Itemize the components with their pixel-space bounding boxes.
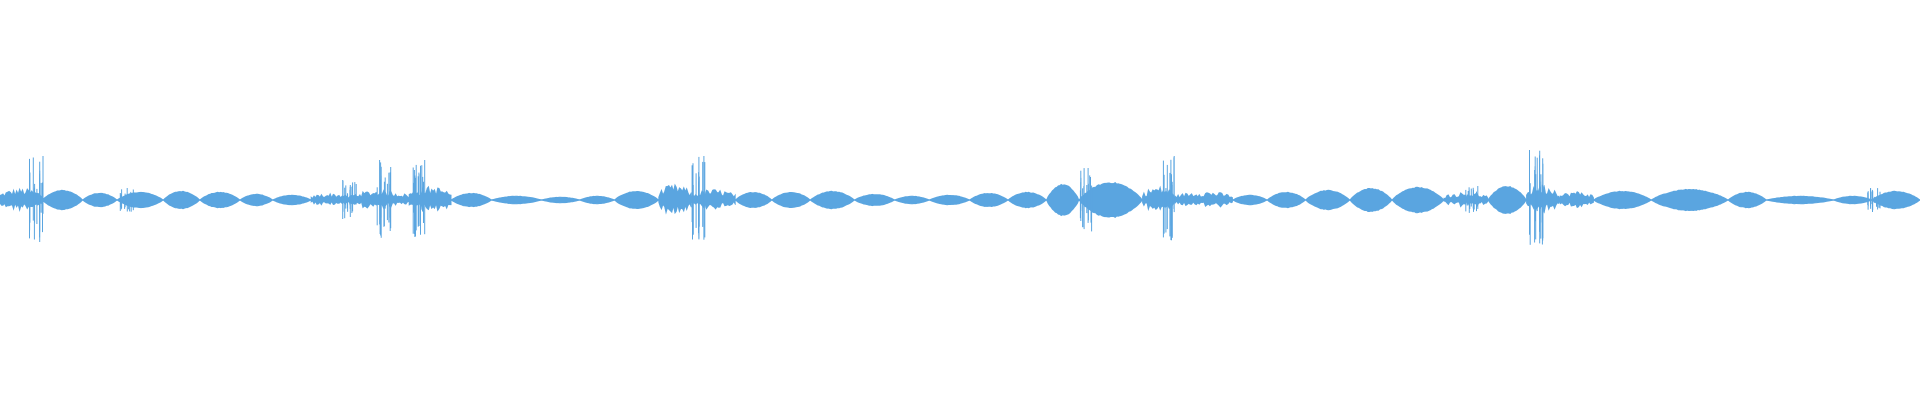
waveform-segment [894, 195, 930, 205]
waveform-segment [272, 194, 312, 206]
waveform-transient [1529, 150, 1544, 245]
waveform-segment [928, 194, 971, 206]
waveform-transient [1162, 156, 1175, 241]
waveform-segment [1349, 188, 1393, 212]
waveform-segment [734, 191, 773, 209]
waveform-segment [853, 193, 896, 207]
waveform-transient [1465, 186, 1479, 213]
waveform-transient [342, 180, 357, 219]
waveform-segment [450, 192, 492, 208]
waveform-segment [579, 195, 616, 205]
waveform-transient [376, 160, 392, 238]
waveform-segment [1650, 188, 1729, 212]
waveform-segment [82, 192, 118, 208]
waveform-segment [540, 196, 581, 204]
waveform-segment [1046, 183, 1080, 217]
waveform-segment [690, 189, 736, 210]
waveform-segment [239, 193, 274, 207]
waveform-segment [771, 192, 811, 208]
waveform-transient [119, 188, 134, 212]
waveform-segment [1391, 186, 1445, 214]
waveform-segment [1871, 190, 1920, 210]
waveform-segment [1765, 195, 1835, 205]
waveform-segment [41, 189, 83, 211]
waveform-segment [1266, 191, 1307, 209]
waveform-segment [0, 187, 43, 212]
waveform-segment [199, 191, 241, 209]
waveform-segment [1832, 195, 1873, 205]
waveform-segment [1558, 191, 1594, 209]
waveform-segment [310, 192, 350, 206]
waveform-segment [1487, 186, 1527, 214]
waveform-segment [1232, 194, 1268, 206]
waveform-transient [1867, 188, 1881, 212]
waveform-segment [613, 190, 660, 210]
waveform-segment [1593, 190, 1652, 210]
waveform-transient [412, 160, 426, 237]
waveform-transient [691, 156, 706, 240]
waveform-segment [809, 190, 855, 210]
waveform-segment [969, 192, 1009, 208]
waveform-segment [116, 191, 164, 209]
waveform-transient [1079, 168, 1093, 232]
waveform-segment [1174, 192, 1233, 208]
waveform-segment [658, 183, 692, 215]
waveform-segment [490, 195, 543, 205]
waveform-shape-group [0, 150, 1920, 245]
waveform-segment [1727, 191, 1767, 209]
waveform-segment [1007, 191, 1047, 209]
waveform-segment [1305, 189, 1351, 211]
waveform-transient [29, 156, 44, 242]
waveform-segment [162, 190, 201, 210]
